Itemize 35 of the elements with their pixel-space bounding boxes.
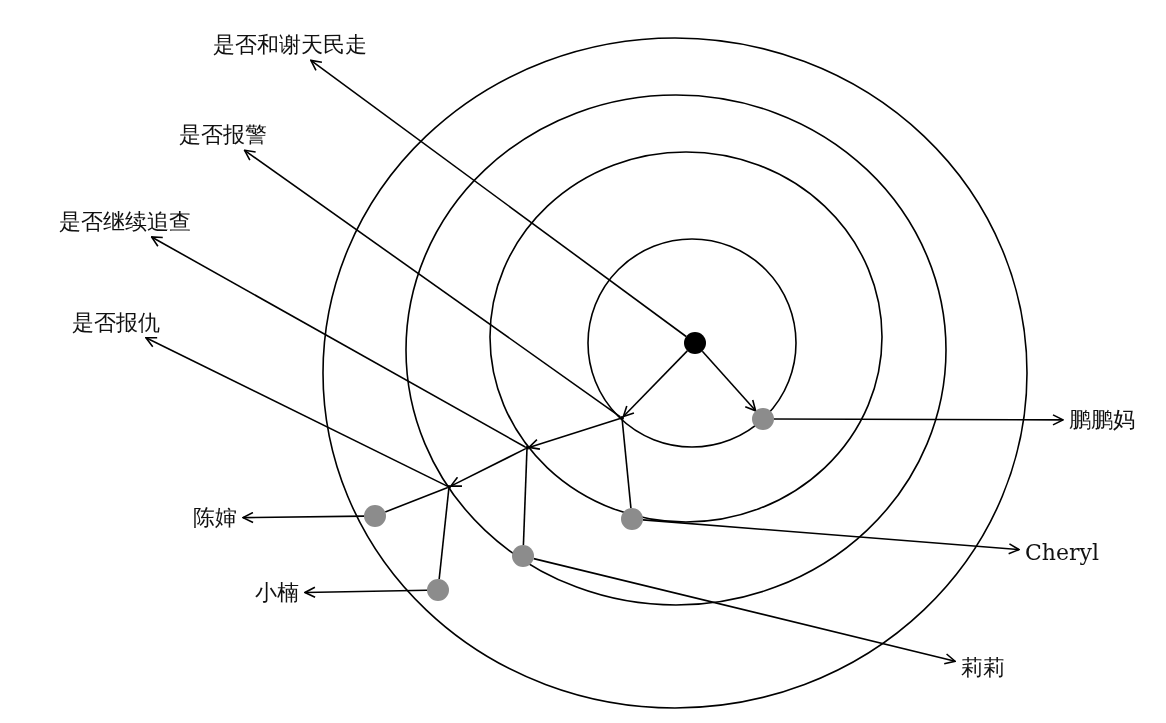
dot-marker [752, 408, 774, 430]
connector-line [621, 419, 632, 509]
arrow [642, 519, 1020, 555]
question-label: 是否继续追查 [57, 209, 193, 236]
connector-line [384, 486, 448, 513]
dot-marker [512, 545, 534, 567]
arrow [242, 511, 365, 524]
question-label: 是否报警 [177, 122, 269, 149]
dot-marker [684, 332, 706, 354]
name-label: 鹏鹏妈 [1067, 407, 1137, 434]
dot-marker [364, 505, 386, 527]
question-label: 是否和谢天民走 [211, 32, 369, 59]
arrow [145, 336, 448, 487]
arrow [622, 350, 689, 418]
connector-line [522, 449, 528, 546]
name-label: 小楠 [253, 580, 301, 607]
arrow [310, 59, 687, 338]
name-label: 陈婶 [191, 505, 239, 532]
arrow [450, 448, 526, 487]
junction-point [447, 485, 451, 489]
name-label: 莉莉 [959, 655, 1007, 682]
arrow [532, 557, 956, 665]
arrow [243, 149, 622, 418]
junction-point [620, 416, 624, 420]
arrow [773, 414, 1064, 426]
arrow [528, 417, 621, 450]
arrow [150, 236, 527, 448]
dot-marker [621, 508, 643, 530]
arrow [304, 586, 428, 599]
name-label: Cheryl [1023, 540, 1101, 567]
dot-marker [427, 579, 449, 601]
question-label: 是否报仇 [70, 310, 162, 337]
junction-point [525, 446, 529, 450]
connector-line [438, 488, 450, 580]
arrow [701, 350, 757, 412]
